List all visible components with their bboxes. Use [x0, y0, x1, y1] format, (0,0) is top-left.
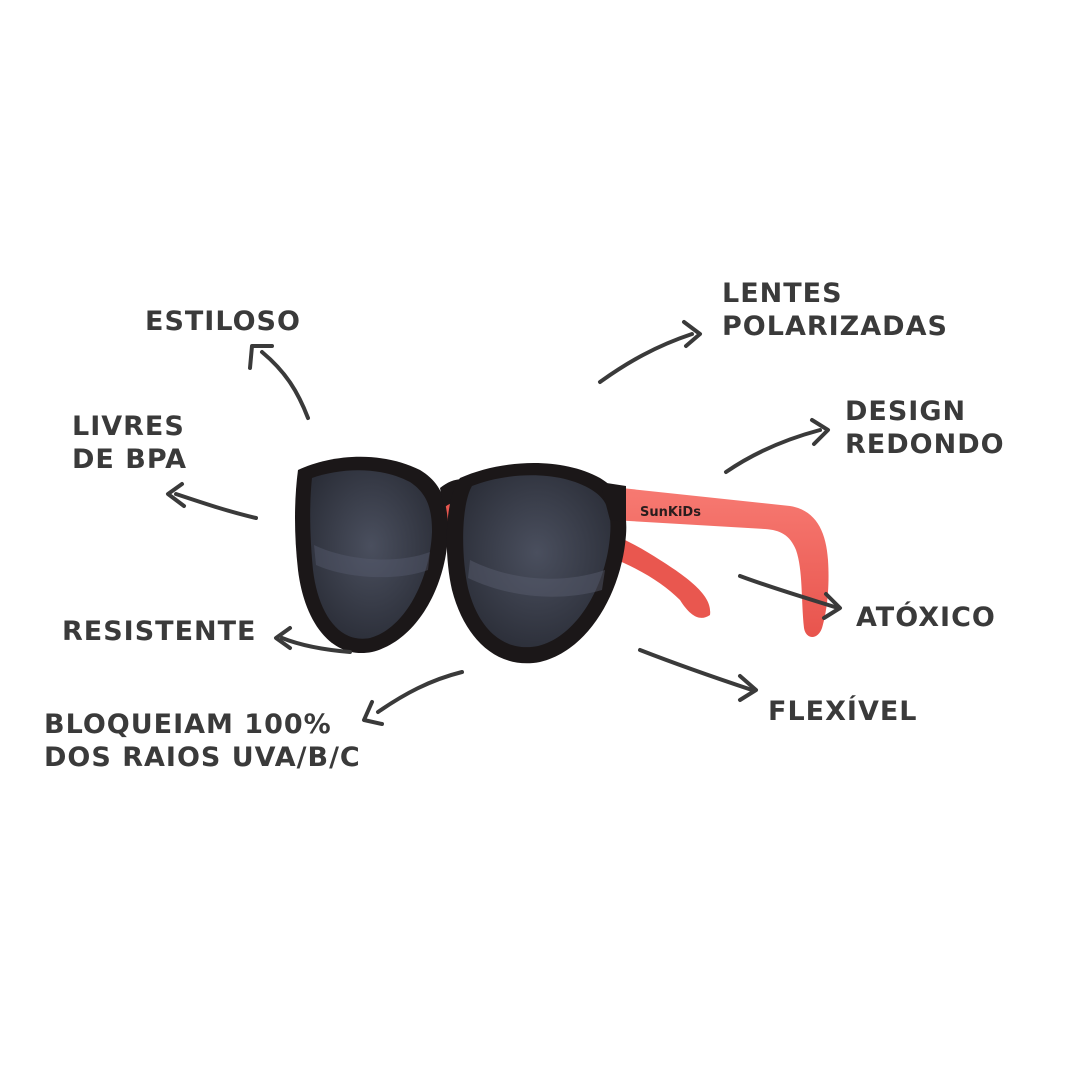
feature-label-bloqueiam-uv: BLOQUEIAM 100% DOS RAIOS UVA/B/C — [44, 708, 361, 774]
arrow-estiloso — [248, 344, 310, 420]
label-line: LIVRES — [72, 411, 185, 442]
arrow-design — [724, 418, 830, 474]
label-line: BLOQUEIAM 100% — [44, 709, 332, 740]
feature-label-resistente: RESISTENTE — [62, 615, 257, 648]
hand-drawn-arrow-icon — [376, 670, 464, 714]
arrow-flexivel — [638, 648, 758, 702]
feature-label-atoxico: ATÓXICO — [856, 601, 996, 634]
hand-drawn-arrow-icon — [598, 332, 694, 384]
label-line: ATÓXICO — [856, 602, 996, 633]
lens-reflection — [314, 545, 430, 578]
arrow-bloqueiam — [362, 670, 464, 726]
arrow-head-icon — [822, 592, 842, 620]
arrow-head-icon — [810, 418, 830, 446]
hand-drawn-arrow-icon — [260, 350, 310, 420]
arrow-atoxico — [738, 574, 842, 620]
hand-drawn-arrow-icon — [174, 492, 258, 520]
feature-label-flexivel: FLEXÍVEL — [768, 695, 918, 728]
sunglasses-product-image — [295, 456, 829, 664]
left-lens — [310, 470, 432, 639]
hinge — [600, 482, 626, 522]
label-line: ESTILOSO — [145, 306, 301, 337]
near-temple — [612, 487, 829, 637]
label-line: DOS RAIOS UVA/B/C — [44, 742, 361, 773]
arrow-head-icon — [682, 320, 702, 348]
feature-label-estiloso: ESTILOSO — [145, 305, 301, 338]
arrow-head-icon — [362, 700, 384, 726]
arrow-livres — [166, 482, 258, 520]
arrow-head-icon — [274, 626, 292, 650]
feature-label-lentes-polarizadas: LENTES POLARIZADAS — [722, 277, 948, 343]
hand-drawn-arrow-icon — [738, 574, 840, 610]
brand-logo: SunKiDs — [640, 505, 701, 520]
lens-reflection — [468, 560, 605, 597]
hand-drawn-arrow-icon — [638, 648, 754, 692]
arrow-lentes — [598, 320, 702, 384]
arrow-head-icon — [166, 482, 186, 508]
label-line: FLEXÍVEL — [768, 696, 918, 727]
arrow-head-icon — [248, 344, 274, 370]
label-line: RESISTENTE — [62, 616, 257, 647]
label-line: LENTES — [722, 278, 843, 309]
label-line: POLARIZADAS — [722, 311, 948, 342]
label-line: REDONDO — [845, 429, 1005, 460]
arrow-head-icon — [738, 674, 758, 702]
label-line: DE BPA — [72, 444, 188, 475]
arrow-resistente — [274, 626, 352, 654]
hand-drawn-arrow-icon — [724, 428, 822, 474]
feature-label-livres-de-bpa: LIVRES DE BPA — [72, 410, 187, 476]
label-line: DESIGN — [845, 396, 967, 427]
feature-label-design-redondo: DESIGN REDONDO — [845, 395, 1005, 461]
right-lens — [463, 475, 611, 648]
hand-drawn-arrow-icon — [280, 636, 352, 654]
